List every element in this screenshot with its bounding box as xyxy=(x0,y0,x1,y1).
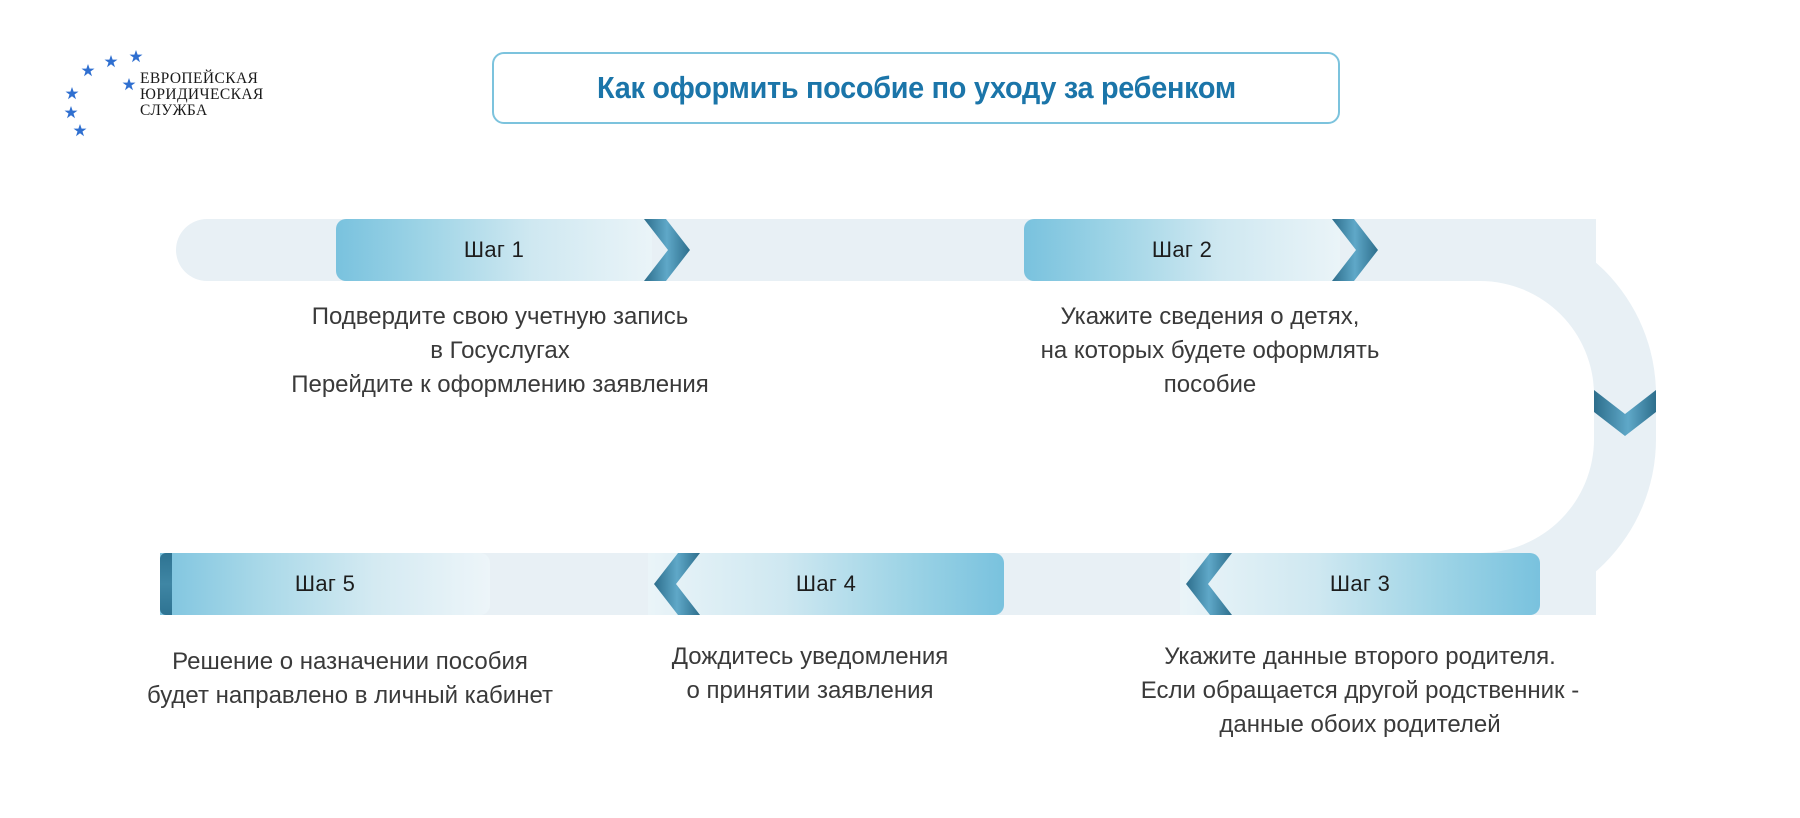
step-2-fill xyxy=(1024,219,1340,281)
logo-line-3: СЛУЖБА xyxy=(140,101,208,119)
step-3-fill xyxy=(1180,553,1540,615)
page-title: Как оформить пособие по уходу за ребенко… xyxy=(596,70,1236,105)
step-2-description: Укажите сведения о детях, на которых буд… xyxy=(960,300,1460,402)
step-5-desc-line-2: будет направлено в личный кабинет xyxy=(147,682,553,710)
step-1-description: Подвердите свою учетную запись в Госуслу… xyxy=(230,300,770,402)
chevron-down-icon-uturn xyxy=(1594,390,1656,436)
eu-stars-arc-icon xyxy=(64,50,143,137)
step-segment-1[interactable]: Шаг 1 xyxy=(336,219,652,281)
step-3-description: Укажите данные второго родителя. Если об… xyxy=(1050,640,1670,742)
step-1-label: Шаг 1 xyxy=(463,237,525,262)
step-segment-5[interactable]: Шаг 5 xyxy=(160,553,490,615)
flow-start-cap xyxy=(160,553,172,615)
step-5-fill xyxy=(160,553,490,615)
step-5-description: Решение о назначении пособия будет напра… xyxy=(40,645,660,713)
step-4-desc-line-2: о принятии заявления xyxy=(686,677,934,705)
chevron-left-icon-4 xyxy=(654,553,700,615)
chevron-left-icon-3 xyxy=(1186,553,1232,615)
step-1-desc-line-3: Перейдите к оформлению заявления xyxy=(291,371,709,399)
step-4-label: Шаг 4 xyxy=(795,571,857,596)
step-3-label: Шаг 3 xyxy=(1329,571,1391,596)
chevron-right-icon-1 xyxy=(644,219,690,281)
logo-line-1: ЕВРОПЕЙСКАЯ xyxy=(140,70,259,87)
step-3-desc-line-2: Если обращается другой родственник - xyxy=(1140,677,1580,705)
step-1-fill xyxy=(336,219,652,281)
logo-wordmark: ЕВРОПЕЙСКАЯ ЮРИДИЧЕСКАЯ СЛУЖБА xyxy=(140,71,264,118)
step-1-desc-line-1: Подвердите свою учетную запись xyxy=(311,303,689,330)
chevron-right-icon-2 xyxy=(1332,219,1378,281)
step-4-fill xyxy=(648,553,1004,615)
logo-line-2: ЮРИДИЧЕСКАЯ xyxy=(140,85,264,103)
step-3-desc-line-3: данные обоих родителей xyxy=(1219,711,1501,739)
step-segment-2[interactable]: Шаг 2 xyxy=(1024,219,1340,281)
step-5-desc-line-1: Решение о назначении пособия xyxy=(172,648,528,675)
step-2-desc-line-2: на которых будете оформлять xyxy=(1040,337,1380,365)
step-2-desc-line-1: Укажите сведения о детях, xyxy=(1060,303,1360,330)
step-segment-3[interactable]: Шаг 3 xyxy=(1180,553,1540,615)
step-5-label: Шаг 5 xyxy=(294,571,356,596)
step-1-desc-line-2: в Госуслугах xyxy=(430,337,570,365)
step-4-desc-line-1: Дождитесь уведомления xyxy=(671,643,949,670)
company-logo: ЕВРОПЕЙСКАЯ ЮРИДИЧЕСКАЯ СЛУЖБА xyxy=(58,44,288,144)
step-4-description: Дождитесь уведомления о принятии заявлен… xyxy=(600,640,1020,708)
step-3-desc-line-1: Укажите данные второго родителя. xyxy=(1164,643,1556,670)
step-2-desc-line-3: пособие xyxy=(1163,371,1257,399)
step-2-label: Шаг 2 xyxy=(1151,237,1213,262)
title-banner: Как оформить пособие по уходу за ребенко… xyxy=(492,52,1340,124)
step-segment-4[interactable]: Шаг 4 xyxy=(648,553,1004,615)
